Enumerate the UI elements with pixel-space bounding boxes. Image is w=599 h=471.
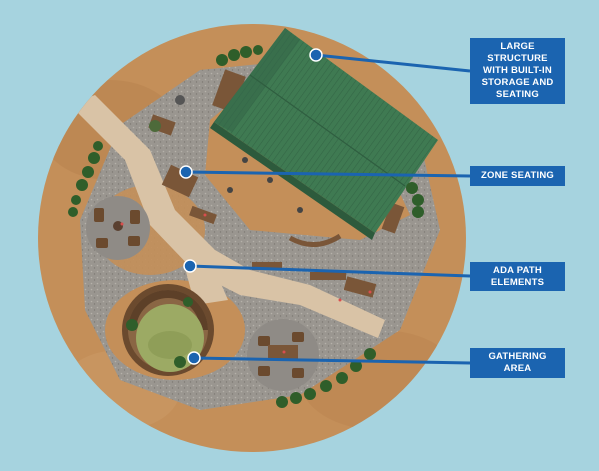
shrubs bbox=[68, 45, 424, 408]
ada-path bbox=[70, 95, 385, 338]
callout-large-structure: LARGE STRUCTURE WITH BUILT-IN STORAGE AN… bbox=[470, 38, 565, 104]
callout-zone-seating: ZONE SEATING bbox=[470, 166, 565, 186]
callout-gathering-area: GATHERING AREA bbox=[470, 348, 565, 378]
callout-ada-path: ADA PATH ELEMENTS bbox=[470, 262, 565, 291]
callout-leaders bbox=[179, 48, 471, 365]
